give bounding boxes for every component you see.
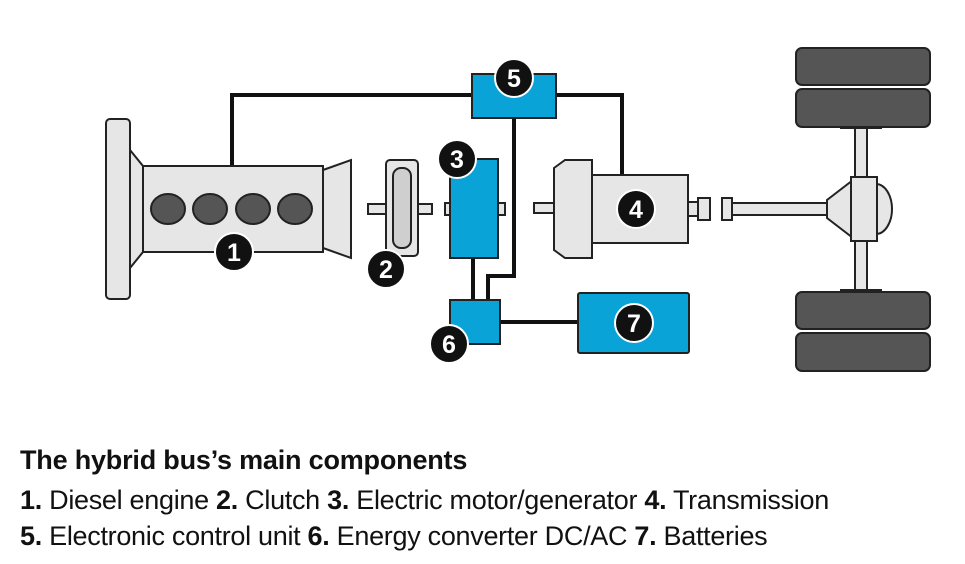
svg-text:1: 1 <box>227 239 241 267</box>
legend-text-5: Electronic control unit <box>41 521 308 551</box>
legend-num-4: 4. <box>644 485 667 515</box>
legend-text-7: Batteries <box>656 521 768 551</box>
svg-text:5: 5 <box>507 65 521 93</box>
badge-ecu: 5 <box>494 58 534 98</box>
svg-text:7: 7 <box>627 310 641 338</box>
transmission <box>533 159 711 259</box>
clutch <box>367 159 433 257</box>
legend-text-4: Transmission <box>666 485 829 515</box>
electric-motor-generator <box>444 158 506 259</box>
legend-text-2: Clutch <box>237 485 328 515</box>
caption-title: The hybrid bus’s main components <box>20 445 468 475</box>
rear-wheels <box>795 47 931 372</box>
caption: The hybrid bus’s main components 1. Dies… <box>20 445 960 554</box>
svg-text:2: 2 <box>379 256 393 284</box>
svg-text:6: 6 <box>442 331 456 359</box>
legend-num-1: 1. <box>20 485 42 515</box>
legend-num-5: 5. <box>20 521 42 551</box>
caption-line-1: 1. Diesel engine 2. Clutch 3. Electric m… <box>20 482 960 518</box>
badge-motor: 3 <box>437 139 477 179</box>
badge-engine: 1 <box>214 232 254 272</box>
legend-text-6: Energy converter DC/AC <box>329 521 635 551</box>
diesel-engine <box>105 118 352 300</box>
legend-num-2: 2. <box>216 485 238 515</box>
legend-num-3: 3. <box>327 485 350 515</box>
hybrid-bus-diagram: 1 2 3 4 5 6 7 <box>105 47 931 372</box>
legend-text-1: Diesel engine <box>41 485 217 515</box>
wiring <box>230 93 624 324</box>
badge-clutch: 2 <box>366 249 406 289</box>
legend-num-6: 6. <box>307 521 330 551</box>
caption-line-2: 5. Electronic control unit 6. Energy con… <box>20 518 960 554</box>
badge-converter: 6 <box>429 324 469 364</box>
svg-text:3: 3 <box>450 146 464 174</box>
svg-text:4: 4 <box>629 196 643 224</box>
rear-axle <box>721 117 893 301</box>
legend-text-3: Electric motor/generator <box>349 485 645 515</box>
badge-batteries: 7 <box>614 303 654 343</box>
legend-num-7: 7. <box>634 521 657 551</box>
badge-transmission: 4 <box>616 189 656 229</box>
